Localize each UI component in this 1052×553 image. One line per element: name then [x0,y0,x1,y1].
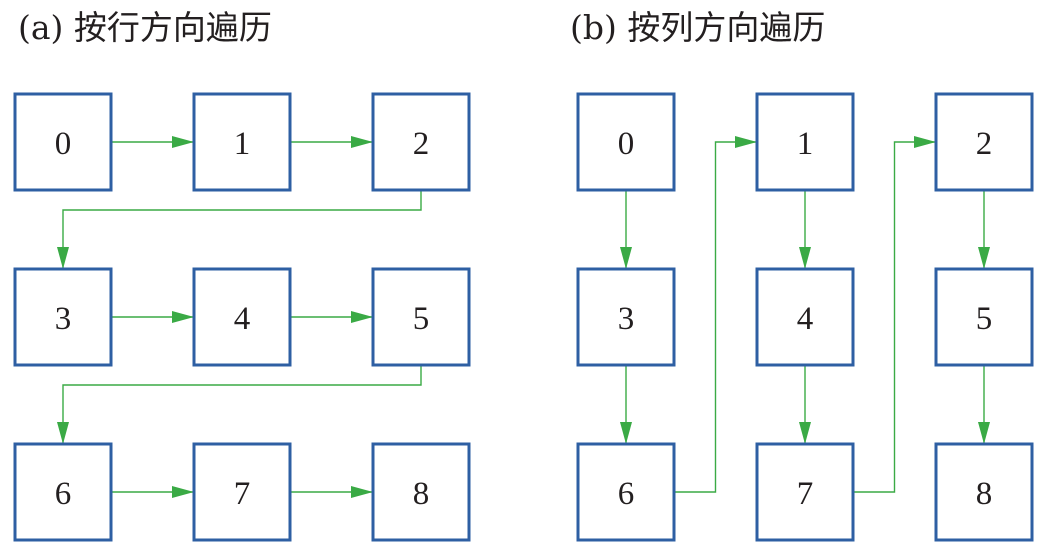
grid-column-traversal: 0 1 2 3 4 5 6 7 8 [576,92,1034,542]
node-label-a-3: 3 [55,301,72,337]
node-box-b-2 [934,92,1034,192]
node-label-a-0: 0 [55,126,72,162]
edge-a-5-to-6 [57,365,422,444]
node-box-b-4 [755,267,855,367]
node-label-a-5: 5 [413,301,430,337]
node-box-b-6 [576,442,676,542]
node-label-b-7: 7 [797,476,814,512]
node-box-b-8 [934,442,1034,542]
node-label-a-2: 2 [413,126,430,162]
node-label-a-7: 7 [234,476,251,512]
node-label-a-6: 6 [55,476,72,512]
caption-row-traversal: (a) 按行方向遍历 [18,8,272,47]
node-box-a-6 [13,442,113,542]
edges-column-traversal [620,136,990,493]
node-label-b-3: 3 [618,301,635,337]
node-box-a-1 [192,92,292,192]
edge-a-2-to-3 [57,190,422,269]
node-box-b-1 [755,92,855,192]
edge-b-6-to-1 [674,136,757,493]
node-label-b-0: 0 [618,126,635,162]
node-box-b-3 [576,267,676,367]
node-label-b-1: 1 [797,126,814,162]
caption-column-traversal: (b) 按列方向遍历 [570,8,826,47]
node-box-a-2 [371,92,471,192]
node-box-a-8 [371,442,471,542]
node-label-b-8: 8 [976,476,993,512]
node-box-a-5 [371,267,471,367]
node-box-a-0 [13,92,113,192]
edge-b-7-to-2 [853,136,936,493]
node-box-a-7 [192,442,292,542]
node-label-b-5: 5 [976,301,993,337]
node-label-a-8: 8 [413,476,430,512]
node-label-a-1: 1 [234,126,251,162]
edges-row-traversal [57,136,422,498]
grid-row-traversal: 0 1 2 3 4 5 6 7 8 [13,92,471,542]
node-box-b-0 [576,92,676,192]
node-box-a-3 [13,267,113,367]
node-box-a-4 [192,267,292,367]
node-label-a-4: 4 [234,301,251,337]
node-label-b-4: 4 [797,301,814,337]
node-label-b-6: 6 [618,476,635,512]
node-box-b-7 [755,442,855,542]
node-box-b-5 [934,267,1034,367]
node-label-b-2: 2 [976,126,993,162]
